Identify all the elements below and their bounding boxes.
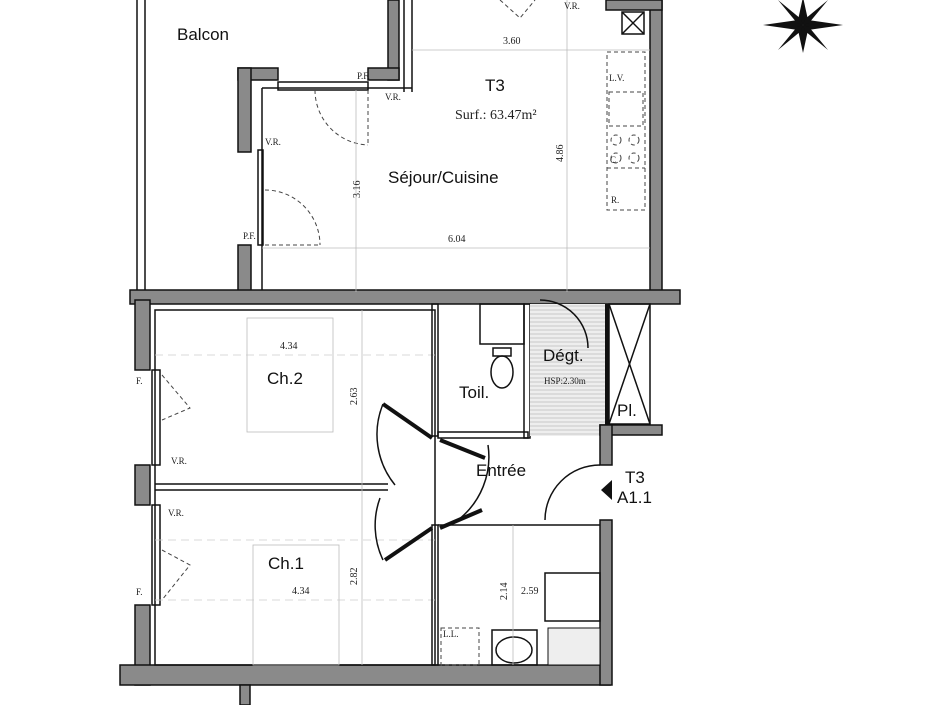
dimension: 2.82 — [349, 568, 360, 586]
unit-surface: Surf.: 63.47m² — [455, 108, 537, 123]
annotation-pf: P.F. — [357, 71, 370, 81]
dimension: 2.14 — [499, 583, 510, 601]
room-label-ch2: Ch.2 — [267, 369, 303, 388]
annotation-vr: V.R. — [265, 137, 281, 147]
annotation-vr: V.R. — [385, 92, 401, 102]
living-walls — [129, 0, 681, 305]
dimension: 2.63 — [349, 388, 360, 406]
annotation-r: R. — [611, 195, 619, 205]
entry-label-unit: T3 — [625, 468, 645, 487]
annotation-pf: P.F. — [243, 231, 256, 241]
annotation-f: F. — [136, 376, 143, 386]
dimension: 3.16 — [352, 181, 363, 199]
annotation-vr: V.R. — [168, 508, 184, 518]
room-label-toilet: Toil. — [459, 383, 489, 402]
entry-label-code: A1.1 — [617, 488, 652, 507]
room-label-balcon: Balcon — [177, 25, 229, 44]
annotation-lv: L.V. — [609, 73, 624, 83]
dimension: 4.34 — [280, 341, 298, 352]
compass-rose-icon — [763, 0, 843, 53]
degt-hatch — [530, 304, 605, 436]
dimension: 6.04 — [448, 234, 466, 245]
entry-arrow-icon — [601, 480, 612, 500]
dimension: 4.34 — [292, 586, 310, 597]
bedroom-walls — [119, 299, 611, 705]
room-label-entree: Entrée — [476, 461, 526, 480]
annotation-ll: L.L. — [443, 629, 459, 639]
dimension: 2.59 — [521, 586, 539, 597]
room-label-sejour: Séjour/Cuisine — [388, 168, 499, 187]
annotation-f: F. — [136, 587, 143, 597]
annotation-c: C. — [610, 155, 618, 165]
unit-type: T3 — [485, 76, 505, 95]
room-label-degt: Dégt. — [543, 346, 584, 365]
room-label-ch1: Ch.1 — [268, 554, 304, 573]
annotation-vr: V.R. — [564, 1, 580, 11]
kitchen-counter — [606, 51, 646, 211]
dimension: 3.60 — [503, 36, 521, 47]
core-walls — [374, 299, 663, 686]
annotation-vr: V.R. — [171, 456, 187, 466]
room-label-placard: Pl. — [617, 401, 637, 420]
balcony — [136, 0, 413, 292]
dimension: 4.86 — [555, 145, 566, 163]
degt-hsp: HSP:2.30m — [544, 376, 586, 386]
